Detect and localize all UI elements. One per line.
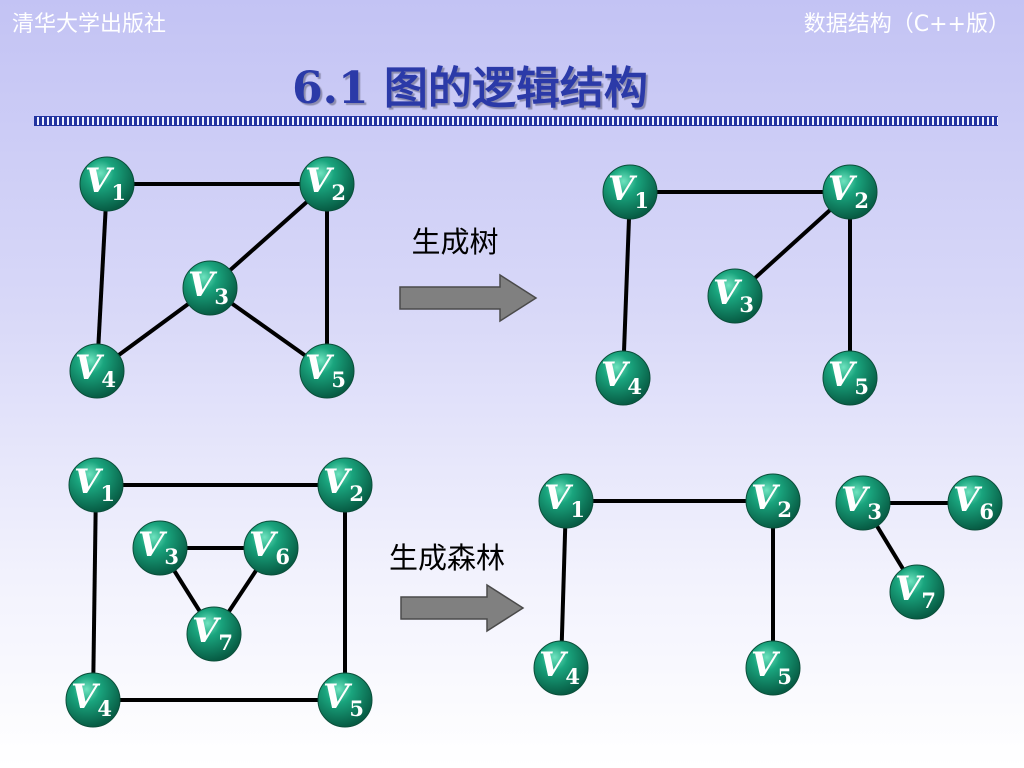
node-top-right-v1: V1 bbox=[602, 164, 658, 220]
arrow-label: 生成森林 bbox=[389, 541, 505, 575]
node-label: V3 bbox=[841, 480, 882, 524]
node-label: V4 bbox=[601, 355, 642, 399]
slide-title: 6.1 图的逻辑结构 bbox=[292, 63, 648, 114]
title-divider bbox=[34, 116, 998, 126]
node-bottom-left-v3: V3 bbox=[132, 520, 188, 576]
node-label: V5 bbox=[751, 645, 792, 689]
course-label: 数据结构（C++版） bbox=[803, 12, 1010, 37]
node-label: V3 bbox=[188, 265, 229, 309]
node-bottom-right-v4: V4 bbox=[533, 640, 589, 696]
node-top-left-v5: V5 bbox=[299, 343, 355, 399]
node-label: V5 bbox=[323, 677, 364, 721]
edge-bottom-left-v1-v4 bbox=[91, 484, 98, 701]
node-label: V3 bbox=[713, 273, 754, 317]
node-top-left-v2: V2 bbox=[299, 156, 355, 212]
arrow-label: 生成树 bbox=[411, 225, 498, 259]
node-label: V3 bbox=[138, 525, 179, 569]
node-label: V6 bbox=[953, 480, 994, 524]
node-top-right-v4: V4 bbox=[595, 350, 651, 406]
edge-bottom-right-v1-v4 bbox=[559, 500, 568, 669]
node-bottom-left-v7: V7 bbox=[186, 606, 242, 662]
node-top-right-v5: V5 bbox=[822, 350, 878, 406]
node-label: V2 bbox=[305, 161, 346, 205]
node-bottom-right-v2: V2 bbox=[745, 473, 801, 529]
node-bottom-left-v4: V4 bbox=[65, 672, 121, 728]
node-bottom-left-v5: V5 bbox=[317, 672, 373, 728]
node-bottom-right-v3: V3 bbox=[835, 475, 891, 531]
transform-arrow bbox=[400, 583, 525, 633]
node-label: V6 bbox=[249, 525, 290, 569]
node-label: V1 bbox=[85, 161, 126, 205]
node-bottom-left-v6: V6 bbox=[243, 520, 299, 576]
node-top-right-v2: V2 bbox=[822, 164, 878, 220]
node-bottom-left-v1: V1 bbox=[68, 457, 124, 513]
edges-layer bbox=[91, 182, 975, 702]
node-bottom-right-v6: V6 bbox=[947, 475, 1003, 531]
node-top-right-v3: V3 bbox=[707, 268, 763, 324]
node-label: V2 bbox=[751, 478, 792, 522]
node-label: V1 bbox=[544, 478, 585, 522]
node-label: V5 bbox=[305, 348, 346, 392]
node-bottom-right-v7: V7 bbox=[889, 564, 945, 620]
node-bottom-right-v1: V1 bbox=[538, 473, 594, 529]
node-label: V7 bbox=[192, 611, 233, 655]
node-label: V2 bbox=[323, 462, 364, 506]
node-label: V4 bbox=[71, 677, 112, 721]
node-top-left-v4: V4 bbox=[69, 343, 125, 399]
node-label: V5 bbox=[828, 355, 869, 399]
node-label: V1 bbox=[74, 462, 115, 506]
node-label: V4 bbox=[539, 645, 580, 689]
node-label: V1 bbox=[608, 169, 649, 213]
edge-top-right-v1-v4 bbox=[621, 191, 632, 379]
node-label: V7 bbox=[895, 569, 936, 613]
publisher-label: 清华大学出版社 bbox=[12, 12, 167, 37]
node-label: V4 bbox=[75, 348, 116, 392]
node-top-left-v1: V1 bbox=[79, 156, 135, 212]
node-bottom-left-v2: V2 bbox=[317, 457, 373, 513]
node-label: V2 bbox=[828, 169, 869, 213]
node-top-left-v3: V3 bbox=[182, 260, 238, 316]
edge-top-left-v1-v4 bbox=[95, 183, 109, 372]
transform-arrow bbox=[399, 273, 538, 323]
node-bottom-right-v5: V5 bbox=[745, 640, 801, 696]
